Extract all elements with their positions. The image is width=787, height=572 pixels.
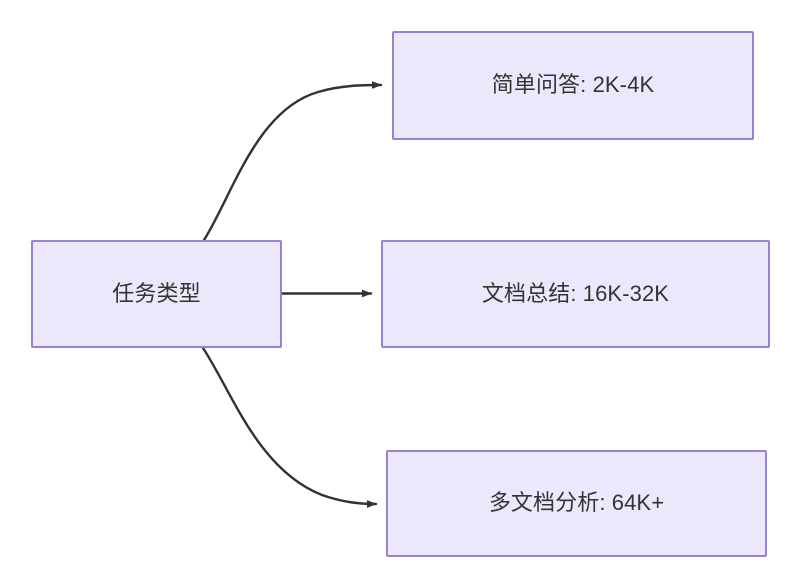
node-doc-summary[interactable]: 文档总结: 16K-32K xyxy=(381,240,770,348)
node-simple-qa[interactable]: 简单问答: 2K-4K xyxy=(392,31,754,140)
node-root-label: 任务类型 xyxy=(112,280,201,306)
edge-root-to-simple-qa xyxy=(202,81,383,242)
node-simple-qa-label: 简单问答: 2K-4K xyxy=(491,72,655,98)
node-multi-doc-label: 多文档分析: 64K+ xyxy=(488,490,665,516)
edge-root-to-multi-doc xyxy=(201,346,378,508)
node-root[interactable]: 任务类型 xyxy=(31,240,282,348)
node-multi-doc[interactable]: 多文档分析: 64K+ xyxy=(386,450,767,557)
node-doc-summary-label: 文档总结: 16K-32K xyxy=(481,280,670,306)
